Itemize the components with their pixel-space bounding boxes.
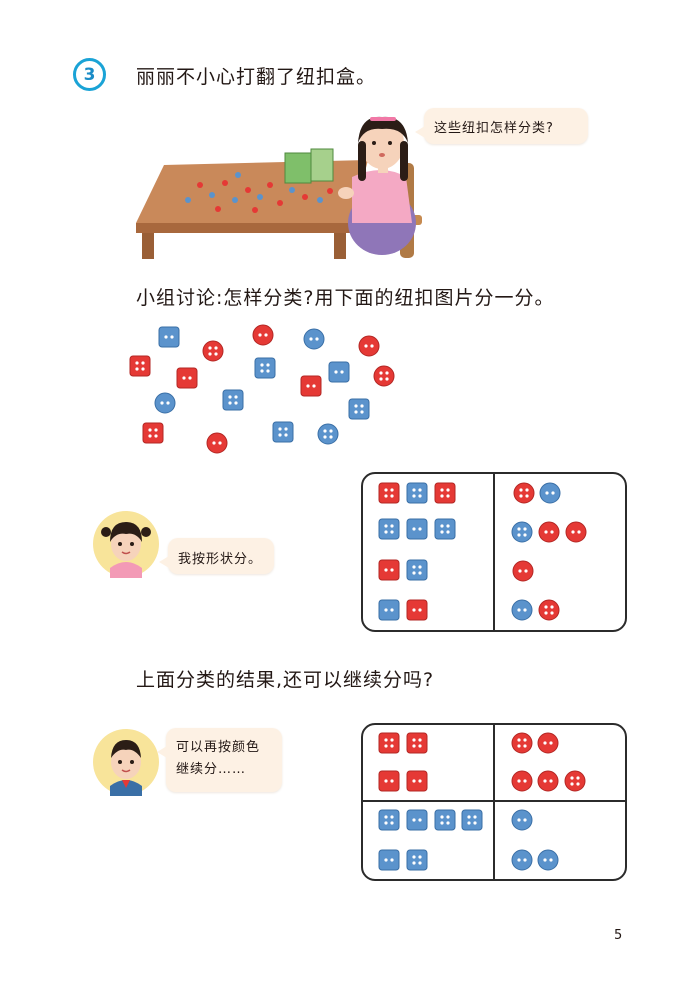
color-sort-horizontal-divider bbox=[363, 800, 625, 802]
boy-avatar bbox=[93, 729, 159, 796]
girl-question-text: 这些纽扣怎样分类? bbox=[434, 121, 554, 136]
scattered-buttons-on-table bbox=[185, 172, 333, 213]
shape-sort-divider bbox=[493, 474, 495, 630]
girl-table-illustration bbox=[136, 116, 422, 259]
page-number: 5 bbox=[614, 928, 623, 943]
girl-question-bubble: 这些纽扣怎样分类? bbox=[415, 108, 588, 144]
scattered-buttons bbox=[129, 324, 395, 454]
shape-sort-bubble: 我按形状分。 bbox=[159, 538, 274, 574]
color-sort-bubble: 可以再按颜色 继续分…… bbox=[157, 728, 282, 792]
shape-sort-speech: 我按形状分。 bbox=[178, 552, 263, 567]
continue-question: 上面分类的结果,还可以继续分吗? bbox=[136, 669, 435, 691]
girl-avatar bbox=[93, 511, 159, 578]
problem-title: 丽丽不小心打翻了纽扣盒。 bbox=[136, 66, 377, 88]
color-sort-speech-line1: 可以再按颜色 bbox=[176, 740, 261, 755]
problem-number-badge: 3 bbox=[73, 58, 106, 91]
color-sort-buttons bbox=[378, 732, 586, 871]
color-sort-vertical-divider bbox=[493, 725, 495, 879]
discussion-prompt: 小组讨论:怎样分类?用下面的纽扣图片分一分。 bbox=[136, 287, 555, 309]
color-sort-speech-line2: 继续分…… bbox=[176, 762, 247, 777]
shape-sort-buttons bbox=[378, 482, 587, 621]
